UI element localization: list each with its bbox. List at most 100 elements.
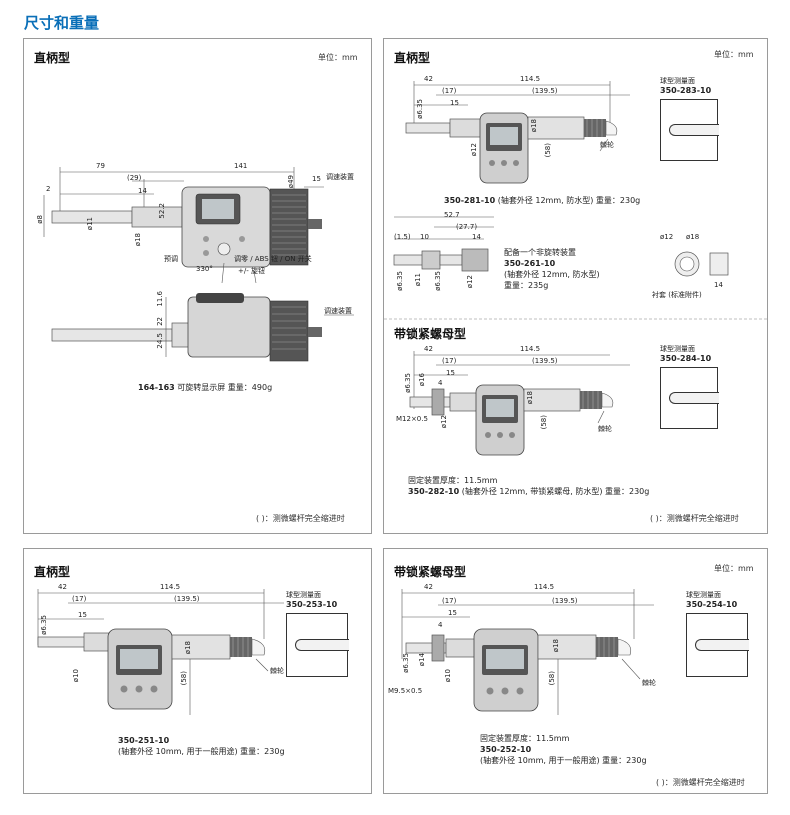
dim-d18: ø18 bbox=[134, 233, 142, 247]
caption-text: (轴套外径 10mm, 用于一般用途) 重量：230g bbox=[480, 756, 647, 765]
dim-d12: ø12 bbox=[470, 143, 478, 157]
section-title: 带锁紧螺母型 bbox=[394, 565, 467, 579]
caption: 164-163 可旋转显示屏 重量：490g bbox=[138, 382, 272, 393]
dim-d6-35-a: ø6.35 bbox=[396, 271, 404, 291]
label-ratchet: 棘轮 bbox=[270, 667, 284, 675]
ball-tip-rod bbox=[669, 124, 719, 136]
dim-4: 4 bbox=[438, 379, 443, 387]
dim-15-b: 15 bbox=[446, 369, 455, 377]
dim-58-c: (58) bbox=[540, 415, 548, 430]
dim-15: 15 bbox=[450, 99, 459, 107]
dim-10: 10 bbox=[420, 233, 429, 241]
caption-text: (轴套外径 10mm, 用于一般用途) 重量：230g bbox=[118, 747, 285, 756]
panel-350-251-10: 直柄型 42 114.5 (17) (139.5) 15 ø6.35 ø10 ø… bbox=[23, 548, 372, 794]
dim-d11: ø11 bbox=[86, 217, 94, 231]
label-speed-device-2: 调速装置 bbox=[324, 307, 352, 315]
dim-d6-35: ø6.35 bbox=[402, 653, 410, 673]
side-note: 配备一个非旋转装置 bbox=[504, 248, 576, 257]
model-code: 350-282-10 bbox=[408, 487, 460, 496]
section-title: 直柄型 bbox=[34, 51, 71, 65]
bush-d18: ø18 bbox=[686, 233, 700, 241]
dim-15: 15 bbox=[448, 609, 457, 617]
dim-114-5: 114.5 bbox=[520, 75, 541, 83]
dim-4: 4 bbox=[438, 621, 443, 629]
unit-label: 单位：mm bbox=[714, 50, 754, 59]
tip-code: 350-253-10 bbox=[286, 600, 338, 609]
dim-114-5-b: 114.5 bbox=[520, 345, 541, 353]
tip-code: 350-283-10 bbox=[660, 86, 712, 95]
dim-d10: ø10 bbox=[444, 669, 452, 683]
label-330deg: 330° bbox=[196, 265, 213, 273]
section-title-locknut: 带锁紧螺母型 bbox=[394, 327, 467, 341]
tip-title: 球型测量面 bbox=[686, 591, 721, 599]
dim-1-5: (1.5) bbox=[394, 233, 411, 241]
dim-139-5: (139.5) bbox=[552, 597, 578, 605]
model-code: 350-281-10 bbox=[444, 196, 496, 205]
dim-11-6: 11.6 bbox=[156, 291, 164, 307]
section-title: 直柄型 bbox=[394, 51, 431, 65]
dim-42: 42 bbox=[424, 75, 433, 83]
dim-58: (58) bbox=[544, 143, 552, 158]
label-zero-abs-on: 调零 / ABS 钮 / ON 开关 bbox=[234, 255, 312, 263]
dim-d6-35-c: ø6.35 bbox=[404, 373, 412, 393]
dim-d11: ø11 bbox=[414, 273, 422, 287]
dim-114-5: 114.5 bbox=[160, 583, 181, 591]
dim-d6-35: ø6.35 bbox=[416, 99, 424, 119]
caption-text: (轴套外径 12mm, 防水型) 重量：230g bbox=[497, 196, 641, 205]
bush-14: 14 bbox=[714, 281, 723, 289]
dim-114-5: 114.5 bbox=[534, 583, 555, 591]
tip-title: 球型测量面 bbox=[286, 591, 321, 599]
panel-350-252-10: 带锁紧螺母型 单位：mm 42 114.5 (17) (139.5) 15 4 … bbox=[383, 548, 768, 794]
dim-17: (17) bbox=[442, 597, 457, 605]
label-ratchet-b: 棘轮 bbox=[598, 425, 612, 433]
dim-17-b: (17) bbox=[442, 357, 457, 365]
dim-27-7: (27.7) bbox=[456, 223, 478, 231]
model-code: 350-252-10 bbox=[480, 745, 532, 754]
unit-label: 单位：mm bbox=[318, 53, 358, 62]
caption: 350-281-10 (轴套外径 12mm, 防水型) 重量：230g bbox=[444, 195, 640, 206]
non-rotating-caption: 配备一个非旋转装置 350-261-10 (轴套外径 12mm, 防水型) 重量… bbox=[504, 247, 600, 291]
dim-42: 42 bbox=[424, 583, 433, 591]
dim-2: 2 bbox=[46, 185, 51, 193]
dim-d16: ø16 bbox=[418, 373, 426, 387]
drawing-350-281 bbox=[384, 81, 769, 456]
drawing-164-163-top bbox=[43, 167, 354, 362]
dim-141: 141 bbox=[234, 162, 248, 170]
dim-24-5: 24.5 bbox=[156, 333, 164, 349]
tip-code-b: 350-284-10 bbox=[660, 354, 712, 363]
dim-d12-b: ø12 bbox=[466, 275, 474, 289]
ball-tip-rod bbox=[295, 639, 349, 651]
dim-22: 22 bbox=[156, 317, 164, 326]
dim-d12-c: ø12 bbox=[440, 415, 448, 429]
caption-text: (轴套外径 12mm, 带锁紧螺母, 防水型) 重量：230g bbox=[461, 487, 650, 496]
model-code: 350-251-10 bbox=[118, 736, 170, 745]
fix-note: 固定装置厚度：11.5mm bbox=[480, 734, 570, 743]
dim-14: 14 bbox=[138, 187, 147, 195]
tip-code: 350-254-10 bbox=[686, 600, 738, 609]
label-preset: 预调 bbox=[164, 255, 178, 263]
dim-m12: M12×0.5 bbox=[396, 415, 428, 423]
label-speed-device: 调速装置 bbox=[326, 173, 354, 181]
bush-d12: ø12 bbox=[660, 233, 674, 241]
dim-d8: ø8 bbox=[36, 215, 44, 224]
fix-note: 固定装置厚度：11.5mm bbox=[408, 476, 498, 485]
dim-d14: ø14 bbox=[418, 653, 426, 667]
dim-139-5: (139.5) bbox=[532, 87, 558, 95]
bush-caption: 衬套 (标准附件) bbox=[652, 291, 702, 299]
ball-tip-box bbox=[660, 99, 719, 161]
footnote: ( )：测微螺杆完全缩进时 bbox=[656, 778, 745, 787]
dim-42-b: 42 bbox=[424, 345, 433, 353]
drawing-350-251 bbox=[37, 589, 284, 715]
drawing-350-252 bbox=[401, 589, 654, 715]
label-ratchet: 棘轮 bbox=[642, 679, 656, 687]
caption: 350-251-10 (轴套外径 10mm, 用于一般用途) 重量：230g bbox=[118, 735, 285, 757]
label-ratchet: 棘轮 bbox=[600, 141, 614, 149]
caption: 固定装置厚度：11.5mm 350-252-10 (轴套外径 10mm, 用于一… bbox=[480, 733, 647, 766]
ball-tip-rod-b bbox=[669, 392, 719, 404]
dim-d6-35: ø6.35 bbox=[40, 615, 48, 635]
dim-17: (17) bbox=[442, 87, 457, 95]
ball-tip-rod bbox=[695, 639, 749, 651]
model-code: 164-163 bbox=[138, 383, 175, 392]
ball-tip-box bbox=[286, 613, 349, 677]
dim-139-5-b: (139.5) bbox=[532, 357, 558, 365]
